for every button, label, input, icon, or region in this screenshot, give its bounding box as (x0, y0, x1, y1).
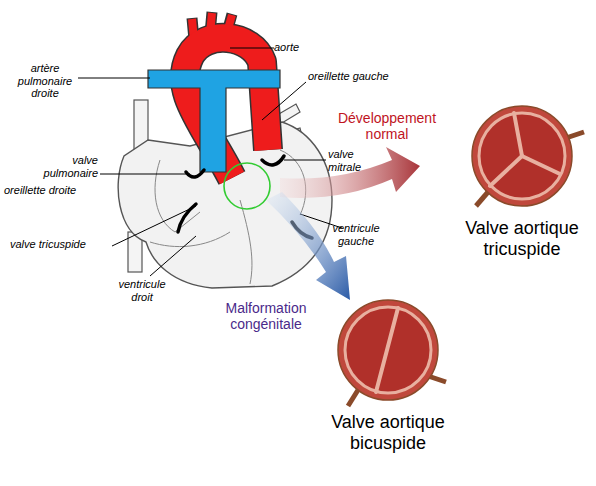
valve-node: Valve aortique tricuspide (452, 98, 592, 259)
valve-ring (338, 300, 438, 400)
leader-lines (78, 48, 342, 276)
valve-node: Valve aortique bicuspide (318, 292, 458, 453)
cusp-commissure (522, 156, 560, 174)
valve-stub (476, 192, 488, 206)
valve-cusps (345, 307, 431, 393)
atrium-wall (155, 160, 200, 232)
cusp-commissure (376, 308, 398, 392)
malformation-arrow (266, 192, 350, 300)
part-name: valve pulmonaire (40, 154, 98, 179)
arrow-label: Malformation congénitale (196, 300, 336, 332)
valve-illustration (318, 292, 458, 410)
cusp-commissure (514, 113, 522, 156)
valve-caption: Valve aortique bicuspide (318, 412, 458, 453)
pulmonary-artery (148, 70, 280, 172)
cusp-commissure (490, 156, 522, 186)
part-name: artère pulmonaire droite (14, 62, 76, 100)
part-name: aorte (274, 41, 334, 54)
part-name: ventricule gauche (326, 222, 386, 247)
ventricle-wall (150, 232, 230, 247)
arrow-label: Développement normal (322, 110, 452, 142)
highlight-circle (224, 163, 270, 209)
normal-arrow (280, 147, 420, 198)
part-name: valve tricuspide (10, 238, 120, 251)
part-name: valve mitrale (328, 148, 378, 173)
valve-ring (472, 106, 572, 206)
valve-cusps (479, 113, 565, 199)
septum (240, 200, 252, 284)
valve-illustration (452, 98, 592, 216)
part-name: ventricule droit (112, 278, 172, 303)
valve-stub (348, 390, 358, 406)
part-name: oreillette droite (4, 184, 114, 197)
valve-caption: Valve aortique tricuspide (452, 218, 592, 259)
part-name: oreillette gauche (308, 70, 428, 83)
